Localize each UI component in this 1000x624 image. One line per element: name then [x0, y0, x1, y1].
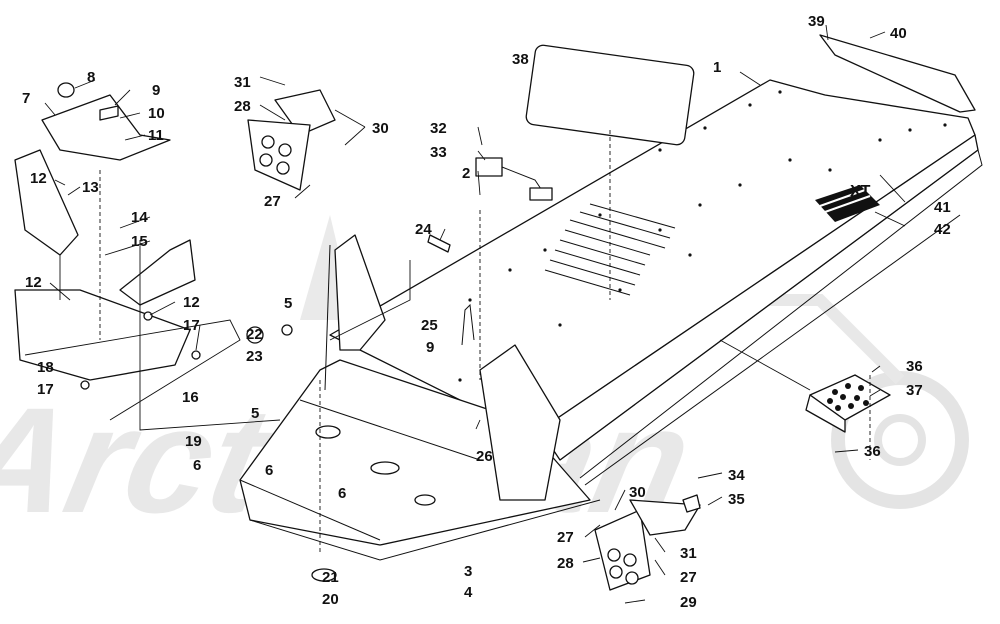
- callout-27b: 27: [557, 529, 574, 546]
- callout-12a: 12: [30, 170, 47, 187]
- plug-21: [311, 568, 337, 582]
- callout-18: 18: [37, 359, 54, 376]
- callout-8: 8: [87, 69, 95, 86]
- callout-12c: 12: [183, 294, 200, 311]
- callout-9b: 9: [426, 339, 434, 356]
- projection-lines: [24, 130, 871, 555]
- electrical-module: [475, 157, 553, 201]
- callout-25: 25: [421, 317, 438, 334]
- tunnel-pad: [525, 44, 695, 146]
- callout-14: 14: [131, 209, 148, 226]
- callout-1: 1: [713, 59, 721, 76]
- callout-17b: 17: [37, 381, 54, 398]
- front-left-parts: [14, 82, 201, 390]
- callout-labels: 1 2 3 4 5 5 6 6 6 7 8 9 9 10 11 12 12 12…: [22, 13, 951, 611]
- callout-10: 10: [148, 105, 165, 122]
- callout-42: 42: [934, 221, 951, 238]
- callout-19: 19: [185, 433, 202, 450]
- callout-41: 41: [934, 199, 951, 216]
- callout-27a: 27: [264, 193, 281, 210]
- callout-6c: 6: [338, 485, 346, 502]
- callout-12b: 12: [25, 274, 42, 291]
- callout-24: 24: [415, 221, 432, 238]
- callout-30a: 30: [372, 120, 389, 137]
- grommet-22: [246, 326, 264, 344]
- callout-21: 21: [322, 569, 339, 586]
- callout-9a: 9: [152, 82, 160, 99]
- callout-6b: 6: [265, 462, 273, 479]
- callout-5a: 5: [284, 295, 292, 312]
- decal-text: XT: [850, 183, 871, 200]
- callout-15: 15: [131, 233, 148, 250]
- callout-23: 23: [246, 348, 263, 365]
- pin-24: [427, 234, 451, 253]
- callout-33: 33: [430, 144, 447, 161]
- upper-bracket: [247, 89, 336, 191]
- chassis-front: [239, 234, 601, 561]
- callout-32: 32: [430, 120, 447, 137]
- callout-4: 4: [464, 584, 473, 601]
- rear-rail: [819, 34, 976, 113]
- callout-39: 39: [808, 13, 825, 30]
- callout-27c: 27: [680, 569, 697, 586]
- tunnel-assembly: [329, 79, 983, 486]
- tunnel-vent-slots: [544, 203, 676, 296]
- callout-30b: 30: [629, 484, 646, 501]
- callout-leaders: [44, 24, 906, 604]
- callout-28b: 28: [557, 555, 574, 572]
- callout-13: 13: [82, 179, 99, 196]
- callout-6a: 6: [193, 457, 201, 474]
- callout-29: 29: [680, 594, 697, 611]
- callout-31a: 31: [234, 74, 251, 91]
- callout-37: 37: [906, 382, 923, 399]
- callout-17a: 17: [183, 317, 200, 334]
- callout-35: 35: [728, 491, 745, 508]
- callout-22: 22: [246, 326, 263, 343]
- callout-38: 38: [512, 51, 529, 68]
- callout-11: 11: [148, 127, 164, 144]
- callout-26: 26: [476, 448, 493, 465]
- footrest-plate: [805, 374, 891, 433]
- callout-5b: 5: [251, 405, 259, 422]
- callout-40: 40: [890, 25, 907, 42]
- callout-3: 3: [464, 563, 472, 580]
- tunnel-decal: XT: [815, 183, 880, 222]
- callout-36b: 36: [864, 443, 881, 460]
- callout-31b: 31: [680, 545, 697, 562]
- callout-28a: 28: [234, 98, 251, 115]
- callout-20: 20: [322, 591, 339, 608]
- callout-7: 7: [22, 90, 30, 107]
- callout-34: 34: [728, 467, 745, 484]
- callout-36a: 36: [906, 358, 923, 375]
- callout-2: 2: [462, 165, 470, 182]
- cable-25: [461, 303, 475, 346]
- lower-bracket: [594, 499, 701, 591]
- callout-16: 16: [182, 389, 199, 406]
